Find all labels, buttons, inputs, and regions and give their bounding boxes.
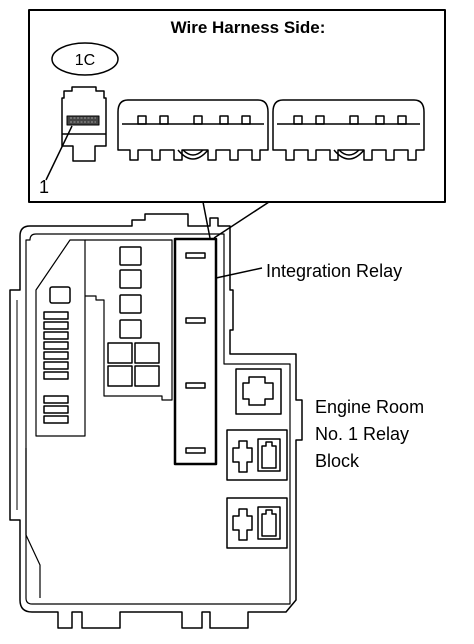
connector-code: 1C [75, 52, 95, 69]
connector-code-badge: 1C [51, 42, 119, 76]
multi-pin-connector-right [272, 99, 425, 161]
callout-title: Wire Harness Side: [171, 18, 326, 37]
relay-socket-middle [226, 429, 288, 481]
pin-number-label: 1 [39, 177, 49, 197]
relay-socket-large [235, 368, 282, 415]
relay-block-label-line1: Engine Room [315, 397, 424, 417]
relay-block-label-line2: No. 1 Relay [315, 424, 409, 444]
relay-socket-lower [226, 497, 288, 549]
pin-terminal [66, 115, 100, 126]
integration-relay-label: Integration Relay [266, 261, 402, 281]
callout-pointer-right [213, 201, 270, 239]
wire-harness-callout: Wire Harness Side: 1C 1 [28, 9, 446, 203]
pin-leader-line [45, 125, 73, 181]
multi-pin-connector-left [117, 99, 269, 161]
relay-block-label-line3: Block [315, 451, 360, 471]
callout-pointer-left [202, 201, 211, 239]
single-pin-connector [61, 86, 107, 162]
integration-relay-leader [215, 267, 263, 279]
engine-room-relay-block [9, 213, 303, 629]
integration-relay [173, 237, 218, 466]
